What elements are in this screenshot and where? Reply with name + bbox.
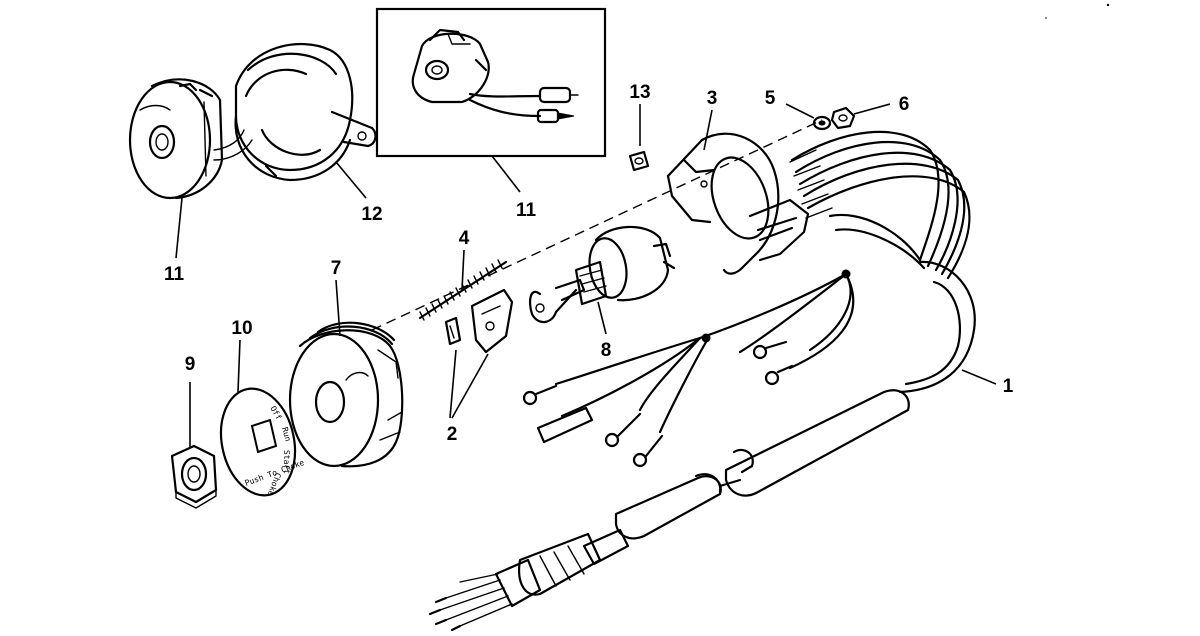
part-13-nut [628,150,650,172]
part-9-hex-nut [170,444,218,509]
part-11-coil [128,78,224,200]
callout-13: 13 [629,82,650,103]
part-12-bracket [213,42,377,182]
part-1-wiring-harness [428,130,976,632]
inset-detail-box [375,7,607,158]
part-7-housing [288,321,404,468]
disc-label-start: Start [282,450,291,474]
disc-label-run: Run [280,426,292,442]
callout-labels: 1 2 3 4 5 6 7 8 9 10 11 11 12 13 [164,82,1014,445]
scan-speck [1045,17,1047,19]
callout-1: 1 [1003,376,1014,397]
part-3-switch-bracket [666,132,810,275]
callout-7: 7 [331,258,342,279]
part-10-disc: Off Run Start Choke Push To Choke [219,387,306,497]
callout-11-inset: 11 [516,200,537,221]
callout-9: 9 [185,354,196,375]
part-2-clip-plate [444,288,514,354]
callout-12: 12 [361,204,382,225]
callout-3: 3 [707,88,718,109]
leader-lines [175,103,997,448]
callout-2: 2 [447,424,458,445]
callout-4: 4 [459,228,470,249]
callout-8: 8 [601,340,612,361]
callout-10: 10 [231,318,252,339]
part-8-ignition-switch [529,225,676,324]
callout-11-left: 11 [164,264,185,285]
callout-5: 5 [765,88,776,109]
scan-speck [1106,3,1110,7]
part-5-washer [812,115,832,131]
alignment-dashed-line [371,119,823,331]
part-6-nut [830,106,856,130]
part-4-spring [418,259,508,321]
callout-6: 6 [899,94,910,115]
